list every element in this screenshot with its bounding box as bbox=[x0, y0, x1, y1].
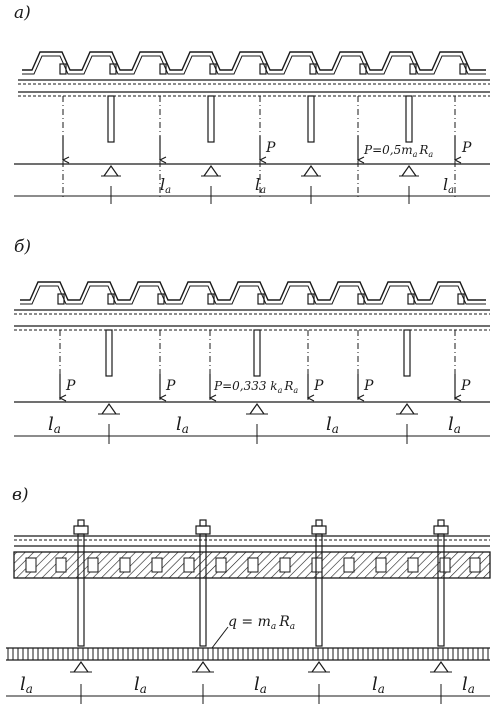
panel-b-load-label: P bbox=[363, 378, 374, 394]
panel-b-span-label: la bbox=[326, 414, 339, 436]
panel-b-load-label: P bbox=[165, 378, 176, 394]
panel-b-loads bbox=[60, 374, 455, 398]
panel-a-load-label: P bbox=[265, 140, 276, 156]
panel-b-supports bbox=[98, 402, 418, 415]
panel-a-span-labels: la la la bbox=[160, 175, 454, 196]
panel-c-span-label: la bbox=[20, 674, 33, 696]
panel-a-dimension-line bbox=[14, 186, 490, 204]
panel-b-fasteners bbox=[57, 293, 465, 305]
panel-a-load-label-right: P bbox=[461, 140, 472, 156]
panel-a-span-label: la bbox=[443, 175, 454, 196]
panel-b-load-label: P bbox=[65, 378, 76, 394]
panel-c-bolts bbox=[73, 519, 449, 535]
panel-b-letter: б) bbox=[14, 237, 31, 257]
panel-a-corrugated-deck bbox=[22, 51, 486, 75]
panel-c: в) bbox=[6, 485, 491, 704]
panel-b-span-label: la bbox=[448, 414, 461, 436]
panel-c-dimension-line bbox=[6, 684, 490, 704]
panel-c-letter: в) bbox=[12, 485, 29, 505]
panel-b-span-labels: la la la la bbox=[48, 414, 461, 436]
panel-a-letter: а) bbox=[14, 3, 31, 23]
panel-c-load-leader bbox=[211, 626, 229, 649]
panel-c-supports bbox=[70, 660, 452, 673]
panel-c-span-label: la bbox=[462, 674, 475, 696]
panel-b-load-label: P bbox=[313, 378, 324, 394]
panel-c-span-label: la bbox=[134, 674, 147, 696]
panel-b-rails bbox=[14, 309, 490, 331]
panel-b-corrugated-deck bbox=[20, 281, 486, 305]
panel-c-span-labels: la la la la la bbox=[20, 674, 475, 696]
panel-b-span-label: la bbox=[48, 414, 61, 436]
panel-c-top-plate bbox=[14, 535, 490, 547]
panel-a-span-label: la bbox=[255, 175, 266, 196]
panel-a-loads bbox=[63, 136, 455, 160]
panel-b-span-label: la bbox=[176, 414, 189, 436]
panel-c-span-label: la bbox=[254, 674, 267, 696]
panel-a: а) bbox=[14, 3, 490, 204]
panel-b-dimension-line bbox=[14, 424, 490, 444]
panel-b: б) bbox=[14, 237, 490, 444]
panel-a-rails bbox=[18, 79, 490, 97]
panel-a-fasteners bbox=[59, 63, 467, 75]
panel-c-hatched-slab bbox=[13, 551, 491, 579]
panel-a-span-label: la bbox=[160, 175, 171, 196]
panel-b-hangers bbox=[59, 329, 456, 400]
panel-c-span-label: la bbox=[372, 674, 385, 696]
panel-c-hanger-rods bbox=[77, 533, 445, 647]
panel-a-supports bbox=[101, 164, 419, 177]
panel-c-distributed-load bbox=[6, 647, 490, 661]
panel-b-load-label: P bbox=[460, 378, 471, 394]
